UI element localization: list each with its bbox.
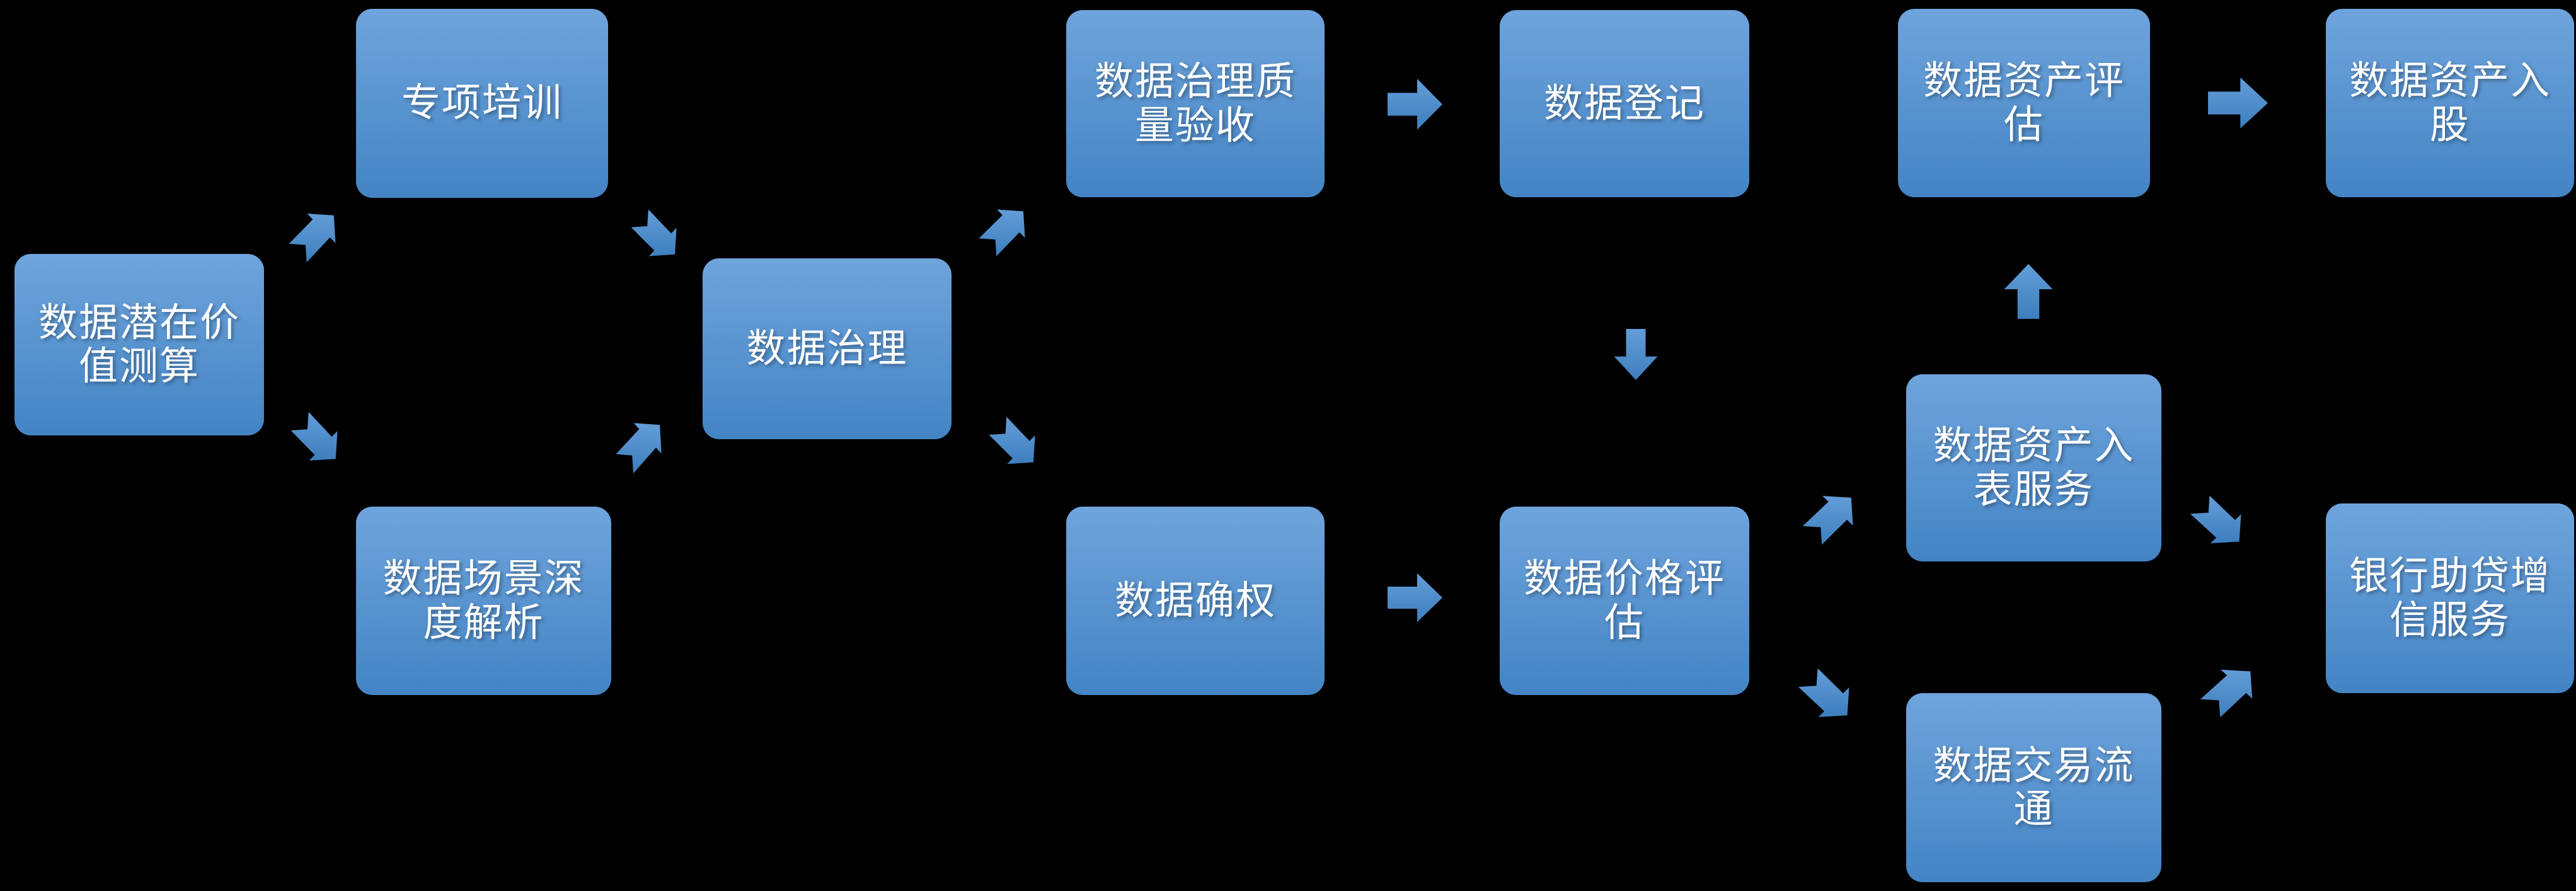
node-special-training: 专项培训 xyxy=(356,9,608,198)
node-potential-value: 数据潜在价 值测算 xyxy=(14,254,264,435)
node-asset-evaluation: 数据资产评 估 xyxy=(1898,9,2150,197)
node-rights-confirmation: 数据确权 xyxy=(1066,507,1325,695)
node-governance-quality-acceptance: 数据治理质 量验收 xyxy=(1066,10,1325,197)
node-asset-equity: 数据资产入 股 xyxy=(2326,9,2574,197)
arrow-training-to-governance-icon xyxy=(631,209,677,256)
node-label: 值测算 xyxy=(78,345,200,388)
node-label: 数据资产入 xyxy=(2349,59,2551,103)
node-label: 数据治理质 xyxy=(1094,60,1296,104)
node-label: 数据场景深 xyxy=(382,557,585,601)
arrow-governance-to-quality-icon xyxy=(979,209,1025,256)
arrow-price-to-trading-icon xyxy=(1798,668,1849,717)
arrow-governance-to-rights-icon xyxy=(989,417,1035,464)
node-label: 数据确权 xyxy=(1114,578,1276,623)
node-label: 度解析 xyxy=(423,601,544,645)
arrow-registration-to-price-icon xyxy=(1614,329,1658,380)
arrow-price-to-entry-icon xyxy=(1802,496,1853,545)
node-label: 通 xyxy=(2013,788,2054,831)
node-scenario-analysis: 数据场景深 度解析 xyxy=(356,507,611,695)
arrow-entry-to-asset-eval-icon xyxy=(2004,264,2053,319)
node-label: 数据治理 xyxy=(746,326,908,371)
node-label: 信服务 xyxy=(2389,598,2510,642)
arrow-trading-to-bank-icon xyxy=(2200,669,2253,718)
node-label: 数据登记 xyxy=(1543,81,1705,125)
node-label: 数据资产入 xyxy=(1933,424,2135,468)
arrow-entry-to-bank-icon xyxy=(2190,495,2241,544)
arrow-asset-eval-to-equity-icon xyxy=(2208,78,2268,129)
node-label: 数据资产评 xyxy=(1923,59,2125,103)
arrow-potential-value-to-training-icon xyxy=(289,214,336,263)
arrow-quality-to-registration-icon xyxy=(1388,79,1442,130)
arrow-scenario-to-governance-icon xyxy=(616,423,662,474)
node-data-governance: 数据治理 xyxy=(703,258,952,439)
node-label: 数据潜在价 xyxy=(38,301,240,345)
node-bank-loan-credit-service: 银行助贷增 信服务 xyxy=(2326,503,2574,693)
node-label: 银行助贷增 xyxy=(2349,555,2551,599)
node-asset-entry-service: 数据资产入 表服务 xyxy=(1906,374,2161,561)
arrow-potential-value-to-scenario-icon xyxy=(290,411,338,461)
node-trading-circulation: 数据交易流 通 xyxy=(1906,693,2161,882)
node-label: 数据价格评 xyxy=(1523,557,1725,601)
arrow-rights-to-price-icon xyxy=(1388,573,1442,623)
node-label: 数据交易流 xyxy=(1933,744,2135,788)
node-label: 股 xyxy=(2429,103,2470,147)
node-label: 专项培训 xyxy=(401,81,563,125)
node-label: 估 xyxy=(1604,601,1645,645)
node-label: 估 xyxy=(2003,103,2044,147)
node-label: 量验收 xyxy=(1134,103,1256,147)
node-label: 表服务 xyxy=(1973,468,2095,512)
node-data-registration: 数据登记 xyxy=(1500,10,1749,197)
node-price-evaluation: 数据价格评 估 xyxy=(1500,507,1749,695)
